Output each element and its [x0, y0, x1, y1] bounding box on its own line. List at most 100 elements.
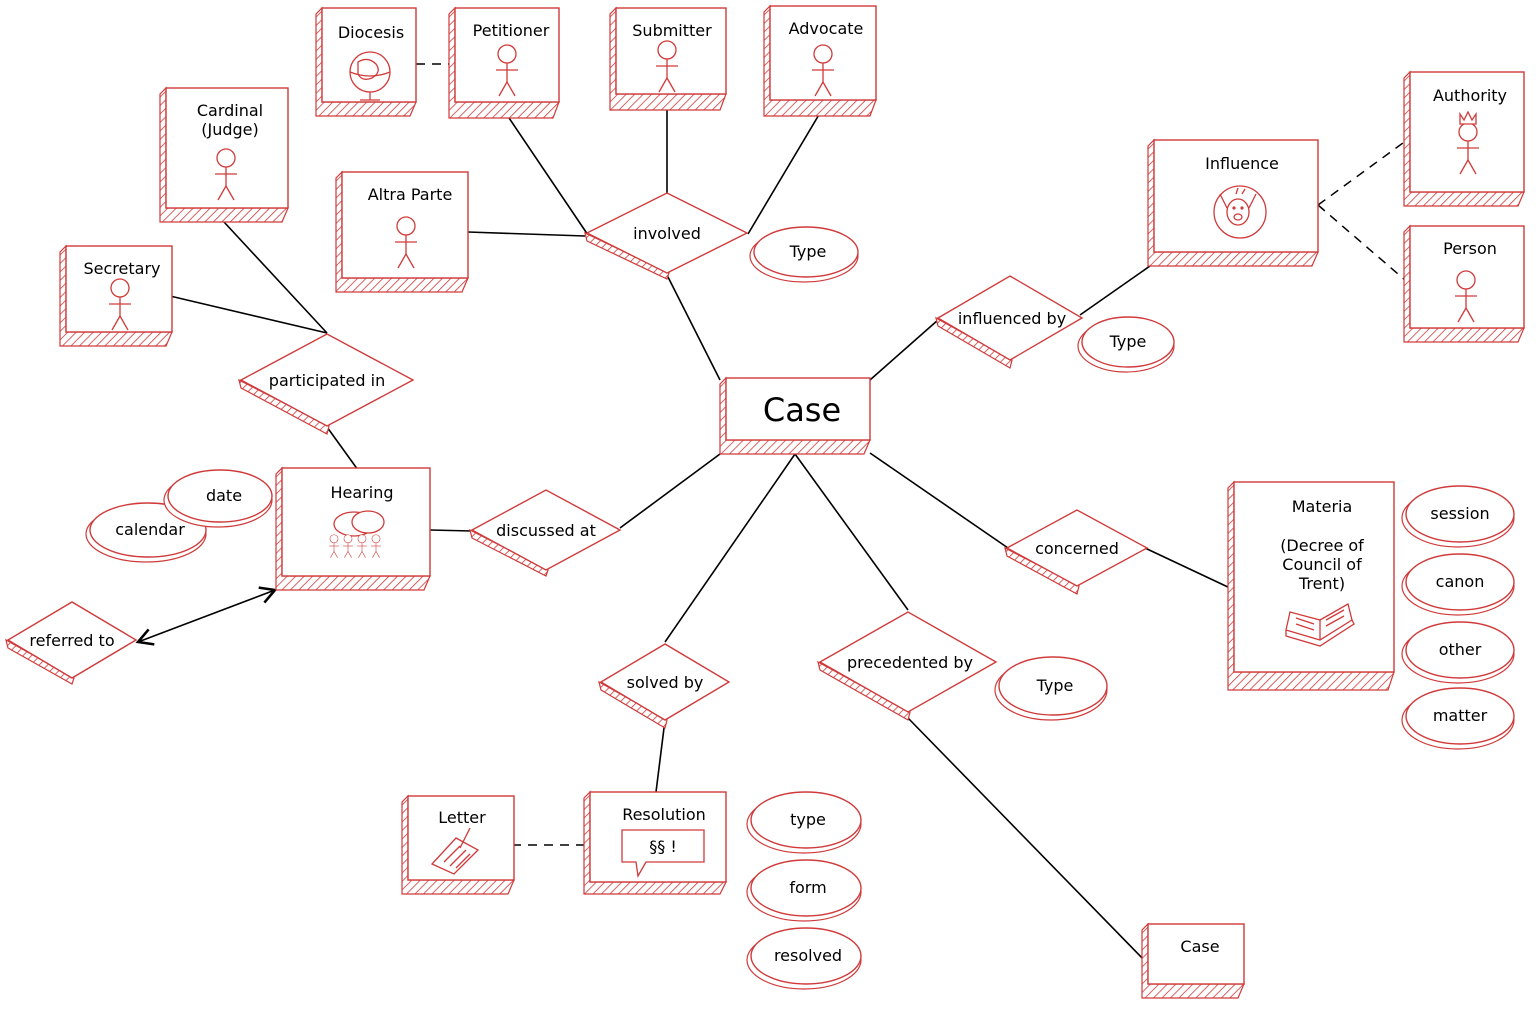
entity-label-line3: Council of	[1282, 555, 1362, 574]
speech-bubble-text: §§ !	[649, 837, 677, 856]
relationship-label: precedented by	[847, 653, 973, 672]
attribute-matter[interactable]: matter	[1401, 687, 1515, 750]
attribute-canon[interactable]: canon	[1401, 553, 1515, 616]
entity-label: Resolution	[622, 805, 706, 824]
crowned-person-icon	[1456, 110, 1480, 175]
attribute-label: Type	[789, 242, 827, 261]
entity-label: Diocesis	[338, 23, 404, 42]
relationship-label: solved by	[627, 673, 704, 692]
relationship-involved[interactable]: involved	[584, 192, 749, 280]
attribute-label: type	[790, 810, 826, 829]
edge-precedented-case	[907, 717, 1147, 963]
relationship-discussed-at[interactable]: discussed at	[469, 489, 622, 577]
entity-label-line1: Cardinal	[197, 101, 263, 120]
attribute-resolution-type[interactable]: type	[746, 791, 862, 854]
entity-person[interactable]: Person	[1403, 224, 1525, 343]
attribute-label: Type	[1109, 332, 1147, 351]
attribute-label: form	[789, 878, 826, 897]
entity-resolution[interactable]: Resolution §§ !	[583, 790, 727, 895]
entity-label: Letter	[438, 808, 486, 827]
relationship-precedented-by[interactable]: precedented by	[817, 611, 998, 721]
edge-case-influenced	[869, 319, 939, 381]
attribute-label: session	[1430, 504, 1489, 523]
edge-case-solved	[664, 453, 796, 643]
entity-label-line2: (Decree of	[1280, 536, 1364, 555]
edge-influenced-influence	[1079, 265, 1151, 316]
attribute-precedented-type[interactable]: Type	[994, 656, 1108, 721]
entity-cardinal[interactable]: Cardinal (Judge)	[159, 86, 289, 223]
entity-influence[interactable]: Influence	[1147, 138, 1319, 267]
attribute-label: calendar	[115, 520, 185, 539]
entity-label: Advocate	[789, 19, 864, 38]
attribute-influenced-type[interactable]: Type	[1077, 316, 1175, 373]
relationship-influenced-by[interactable]: influenced by	[935, 275, 1084, 369]
edge-participated-cardinal	[223, 221, 328, 334]
entity-hearing[interactable]: Hearing	[275, 466, 431, 591]
entity-label: Case	[1180, 937, 1219, 956]
relationship-label: involved	[633, 224, 701, 243]
edge-participated-hearing	[326, 426, 359, 471]
entity-advocate[interactable]: Advocate	[763, 4, 877, 117]
relationship-concerned[interactable]: concerned	[1004, 509, 1149, 595]
attribute-resolution-form[interactable]: form	[746, 859, 862, 922]
relationship-label: participated in	[269, 371, 385, 390]
group-meeting-icon	[328, 510, 385, 558]
globe-icon	[349, 51, 391, 101]
edge-participated-secretary	[169, 295, 328, 334]
entity-altra-parte[interactable]: Altra Parte	[335, 170, 469, 293]
open-book-icon	[1285, 603, 1355, 647]
relationship-label: concerned	[1035, 539, 1119, 558]
relationship-label: discussed at	[496, 521, 596, 540]
edge-solved-resolution	[655, 719, 666, 793]
relationship-referred-to[interactable]: referred to	[5, 601, 138, 685]
edge-involved-petitioner	[506, 114, 589, 236]
entity-label-line2: (Judge)	[201, 120, 259, 139]
entity-materia[interactable]: Materia (Decree of Council of Trent)	[1227, 480, 1395, 691]
edge-case-precedented	[794, 453, 909, 611]
relationship-participated-in[interactable]: participated in	[238, 333, 415, 435]
edge-involved-case	[666, 274, 721, 381]
entity-label-line4: Trent)	[1298, 574, 1345, 593]
entity-label: Person	[1443, 239, 1497, 258]
entity-label: Petitioner	[473, 21, 550, 40]
edge-hearing-discussed	[429, 529, 473, 532]
entity-case-main[interactable]: Case	[719, 376, 871, 455]
entity-label: Hearing	[331, 483, 394, 502]
attribute-label: canon	[1436, 572, 1485, 591]
attribute-label: other	[1439, 640, 1482, 659]
letter-pen-icon	[430, 827, 480, 875]
entity-secretary[interactable]: Secretary	[59, 244, 173, 347]
attribute-label: resolved	[774, 946, 842, 965]
entity-case-precedent[interactable]: Case	[1141, 922, 1245, 999]
relationship-label: referred to	[29, 631, 114, 650]
entity-label: Altra Parte	[368, 185, 453, 204]
edge-case-concerned	[869, 452, 1009, 549]
attribute-involved-type[interactable]: Type	[749, 226, 859, 283]
entity-label: Influence	[1205, 154, 1279, 173]
attribute-session[interactable]: session	[1401, 485, 1515, 548]
angry-face-icon	[1213, 185, 1267, 239]
edge-involved-altra-parte	[467, 231, 586, 237]
edge-influence-authority	[1317, 139, 1408, 206]
attribute-resolution-resolved[interactable]: resolved	[746, 927, 862, 990]
entity-petitioner[interactable]: Petitioner	[448, 6, 560, 119]
entity-label: Case	[763, 391, 841, 429]
relationship-solved-by[interactable]: solved by	[598, 643, 731, 729]
entity-label: Submitter	[632, 21, 712, 40]
entity-submitter[interactable]: Submitter	[609, 6, 727, 111]
edges	[135, 63, 1408, 963]
entity-authority[interactable]: Authority	[1403, 70, 1525, 207]
attribute-date[interactable]: date	[163, 469, 273, 528]
edge-concerned-materia	[1144, 547, 1231, 589]
attribute-label: Type	[1036, 676, 1074, 695]
edge-discussed-case	[619, 453, 721, 529]
entity-label: Secretary	[84, 259, 161, 278]
edge-involved-advocate	[747, 112, 821, 235]
edge-influence-person	[1317, 204, 1406, 281]
entity-diocesis[interactable]: Diocesis	[315, 6, 417, 117]
attribute-other[interactable]: other	[1401, 621, 1515, 684]
speech-bubble-icon: §§ !	[621, 829, 705, 878]
attribute-label: matter	[1433, 706, 1488, 725]
entity-letter[interactable]: Letter	[401, 794, 515, 895]
